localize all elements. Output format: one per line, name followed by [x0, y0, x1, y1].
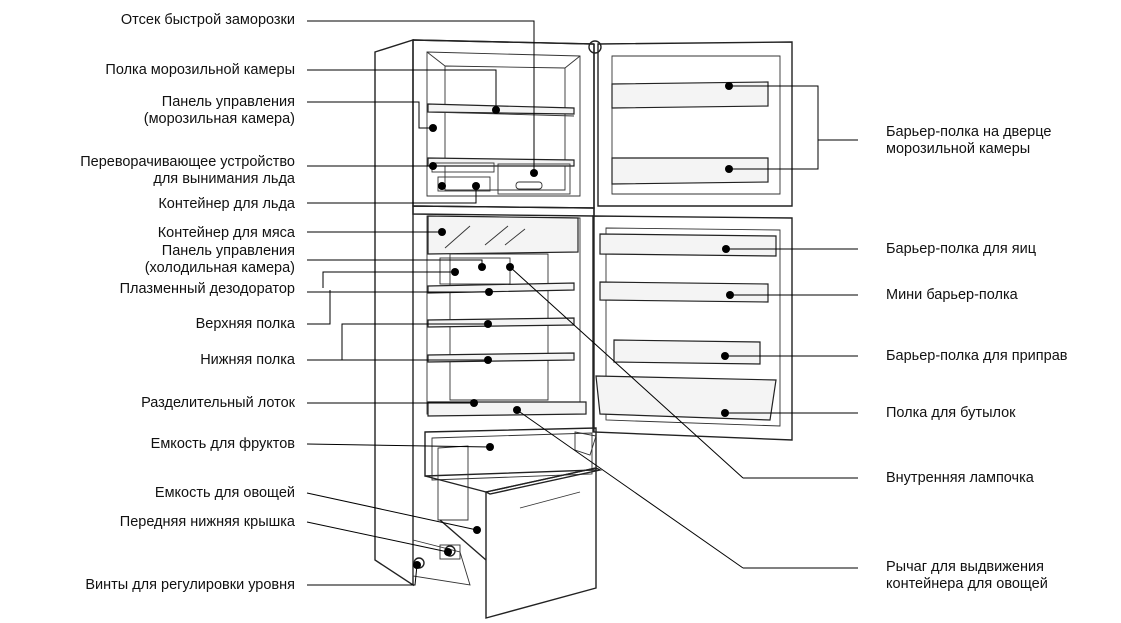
label-freezer-door-bin-line2: морозильной камеры — [886, 141, 1031, 157]
label-meat-container: Контейнер для мяса — [157, 225, 295, 241]
label-control-panel-freezer-line2: (морозильная камера) — [143, 111, 295, 127]
label-fruit-bin: Емкость для фруктов — [150, 436, 295, 452]
label-freezer-door-bin: Барьер-полка на дверце морозильной камер… — [886, 124, 1051, 158]
label-veg-lever-line1: Рычаг для выдвижения — [886, 559, 1044, 575]
label-ice-twister: Переворачивающее устройство для вынимани… — [80, 154, 295, 188]
label-front-lower-cover: Передняя нижняя крышка — [119, 514, 295, 530]
label-freezer-door-bin-line1: Барьер-полка на дверце — [886, 124, 1052, 140]
label-upper-shelf: Верхняя полка — [195, 316, 295, 332]
label-spice-bin: Барьер-полка для приправ — [886, 348, 1068, 364]
label-control-panel-fridge-line2: (холодильная камера) — [144, 260, 295, 276]
leader-lines-left — [306, 20, 744, 586]
cabinet-outline — [374, 39, 793, 619]
label-bottle-shelf: Полка для бутылок — [886, 405, 1016, 421]
label-vegetable-bin: Емкость для овощей — [154, 485, 295, 501]
label-veg-lever-line2: контейнера для овощей — [886, 576, 1048, 592]
leader-lines-right — [725, 85, 858, 569]
label-lower-shelf: Нижняя полка — [200, 352, 295, 368]
label-veg-lever: Рычаг для выдвижения контейнера для овощ… — [886, 559, 1048, 593]
label-leveling-screws: Винты для регулировки уровня — [85, 577, 295, 593]
label-quick-freeze: Отсек быстрой заморозки — [120, 12, 295, 28]
label-divider-tray: Разделительный лоток — [141, 395, 295, 411]
label-plasma-deodorizer: Плазменный дезодоратор — [119, 281, 295, 297]
label-control-panel-fridge-line1: Панель управления — [161, 243, 295, 259]
label-ice-twister-line2: для вынимания льда — [153, 171, 295, 187]
label-control-panel-freezer-line1: Панель управления — [161, 94, 295, 110]
label-interior-lamp: Внутренняя лампочка — [886, 470, 1034, 486]
label-mini-bin: Мини барьер-полка — [886, 287, 1018, 303]
label-freezer-shelf: Полка морозильной камеры — [105, 62, 295, 78]
label-ice-container: Контейнер для льда — [158, 196, 295, 212]
label-egg-bin: Барьер-полка для яиц — [886, 241, 1037, 257]
label-control-panel-freezer: Панель управления (морозильная камера) — [144, 94, 295, 128]
label-ice-twister-line1: Переворачивающее устройство — [80, 154, 295, 170]
callout-dots — [413, 82, 734, 569]
label-control-panel-fridge: Панель управления (холодильная камера) — [145, 243, 295, 277]
